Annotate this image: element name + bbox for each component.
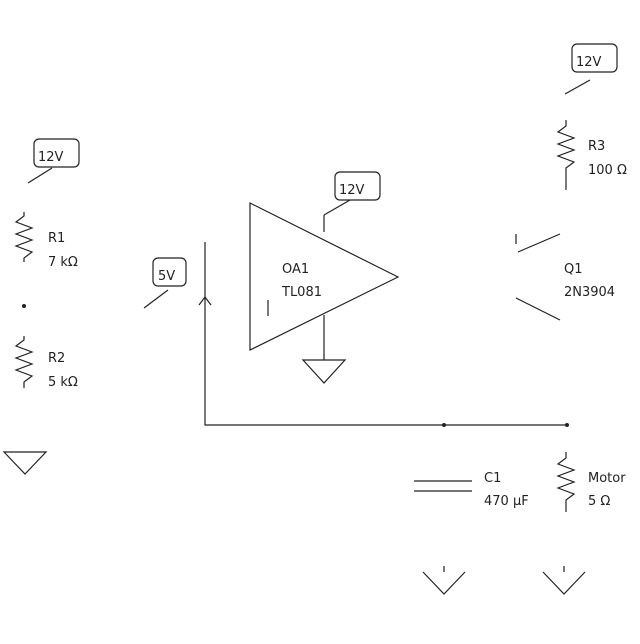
transistor-name: Q1 (564, 262, 583, 277)
ground-symbol (422, 571, 466, 595)
supply-label-box (152, 257, 187, 287)
ground-opamp (301, 315, 347, 384)
supply-label: 12V (339, 183, 365, 198)
op-amp-name: OA1 (282, 262, 309, 277)
resistor-r1: R1 7 kΩ (14, 212, 78, 270)
resistor-r3: R3 100 Ω (556, 120, 627, 190)
supply-label: 12V (576, 55, 602, 70)
supply-12v-left: 12V (27, 138, 80, 184)
capacitor-value: 470 μF (484, 494, 529, 509)
supply-5v-ref: 5V (143, 257, 187, 309)
op-amp-oa1: OA1 TL081 (249, 202, 400, 351)
bus-wire (204, 242, 569, 427)
capacitor-c1: C1 470 μF (414, 471, 529, 509)
resistor-r2-value: 5 kΩ (48, 375, 78, 390)
ground-symbol (542, 571, 586, 595)
supply-label-box (33, 138, 80, 168)
supply-label: 12V (38, 150, 64, 165)
bus-junction-motor (565, 423, 569, 427)
motor-name: Motor (588, 471, 626, 486)
ground-symbol (2, 451, 48, 475)
ground-c1 (422, 566, 466, 595)
resistor-r2-name: R2 (48, 351, 65, 366)
resistor-r3-name: R3 (588, 139, 605, 154)
transistor-emitter (515, 297, 561, 321)
supply-12v-center: 12V (323, 171, 381, 232)
op-amp-symbol (249, 202, 400, 351)
supply-lead (323, 199, 351, 216)
ground-motor (542, 566, 586, 595)
resistor-r3-symbol (556, 120, 576, 190)
resistor-r3-value: 100 Ω (588, 163, 627, 178)
ground-symbol (301, 359, 347, 384)
ground-left (2, 451, 48, 475)
resistor-r1-symbol (14, 212, 34, 262)
resistor-r1-value: 7 kΩ (48, 255, 78, 270)
op-amp-part: TL081 (281, 285, 322, 300)
transistor-q1: Q1 2N3904 (515, 233, 615, 321)
transistor-part: 2N3904 (564, 285, 615, 300)
motor-value: 5 Ω (588, 494, 610, 509)
supply-lead (143, 289, 169, 309)
resistor-r1-name: R1 (48, 231, 65, 246)
capacitor-name: C1 (484, 471, 501, 486)
resistor-r2-symbol (14, 336, 34, 388)
supply-12v-right: 12V (564, 43, 618, 95)
supply-lead (564, 79, 591, 95)
motor-symbol (556, 452, 576, 512)
bus-line (204, 242, 567, 426)
transistor-collector (517, 233, 561, 253)
bus-junction (442, 423, 446, 427)
supply-lead (27, 167, 53, 184)
supply-label-box (571, 43, 618, 73)
resistor-r2: R2 5 kΩ (14, 336, 78, 390)
motor-load: Motor 5 Ω (556, 452, 626, 512)
node-divider-junction (22, 304, 26, 308)
supply-label: 5V (158, 269, 175, 284)
supply-label-box (334, 171, 381, 201)
